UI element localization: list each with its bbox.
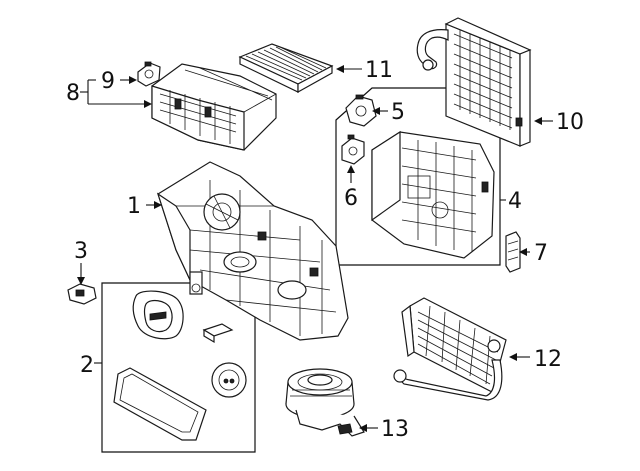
callout-2: 2	[80, 353, 94, 378]
part-5-mode-actuator	[345, 94, 377, 127]
callout-5: 5	[391, 100, 405, 125]
frame-group-4	[335, 87, 501, 266]
callout-13: 13	[381, 417, 409, 442]
part-2-seal-kit	[113, 290, 247, 441]
part-11-cabin-filter	[238, 43, 334, 94]
part-12-heater-core	[393, 297, 507, 401]
part-1-hvac-case	[156, 161, 349, 341]
part-9-actuator	[137, 61, 161, 87]
callout-4: 4	[508, 189, 522, 214]
callout-6: 6	[344, 186, 358, 211]
part-3-sensor	[67, 283, 97, 305]
part-6-temp-actuator	[341, 134, 365, 165]
callout-12: 12	[534, 347, 562, 372]
callout-8: 8	[66, 81, 80, 106]
part-7-connector	[505, 231, 521, 273]
callout-3: 3	[74, 239, 88, 264]
callout-1: 1	[127, 194, 141, 219]
part-8-upper-housing	[151, 63, 277, 151]
callout-11: 11	[365, 58, 393, 83]
part-13-blower-motor	[285, 368, 365, 437]
callout-7: 7	[534, 241, 548, 266]
part-4-housing-section	[371, 130, 495, 259]
callout-9: 9	[101, 69, 115, 94]
callout-10: 10	[556, 110, 584, 135]
part-10-evaporator-core	[416, 17, 532, 147]
